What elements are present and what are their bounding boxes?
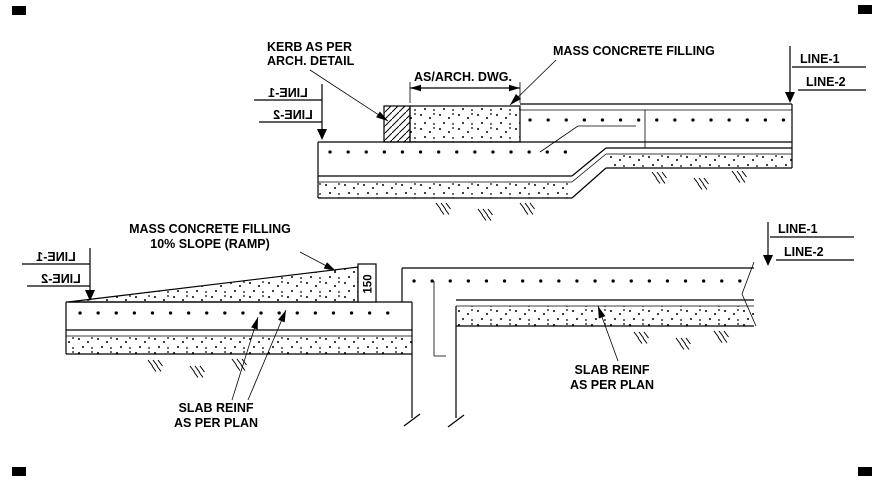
bottom-blinding-layers: [66, 306, 754, 355]
slab-reinf-leader-arrowhead: [251, 317, 258, 330]
slab-reinf-line1: SLAB REINF: [179, 401, 254, 415]
line1-label-mirrored: LINE-1: [36, 250, 76, 264]
level-arrowhead: [785, 92, 795, 103]
slab-reinf-line2: AS PER PLAN: [174, 416, 258, 430]
bottom-reinforcement-dots: [78, 279, 746, 315]
bottom-left-level-marker-mirrored: LINE-1 LINE-2: [22, 248, 95, 301]
line1-label: LINE-1: [778, 222, 818, 236]
ramp-label-line2: 10% SLOPE (RAMP): [150, 237, 269, 251]
dim-arrowhead-right: [509, 84, 520, 92]
line2-label: LINE-2: [784, 245, 824, 259]
kerb-label-line2: ARCH. DETAIL: [267, 54, 355, 68]
slab-reinf-leader-arrowhead: [598, 306, 606, 319]
slab-reinf-leader-line: [247, 309, 287, 401]
level-arrowhead: [317, 129, 327, 140]
top-detail-section: KERB AS PER ARCH. DETAIL AS/ARCH. DWG. M…: [254, 40, 866, 221]
top-right-level-marker: LINE-1 LINE-2: [785, 46, 866, 103]
slab-reinf-line1: SLAB REINF: [575, 363, 650, 377]
mass-concrete-leader-arrowhead: [510, 94, 521, 105]
upstand-dim-label: 150: [363, 274, 375, 293]
line2-label-mirrored: LINE-2: [41, 272, 81, 286]
corner-mark-top-right: [858, 5, 872, 14]
column: [403, 281, 465, 428]
bottom-detail-section: 150 MASS CONCRE: [22, 222, 854, 430]
level-arrowhead: [763, 255, 773, 266]
ramp-leader-arrowhead: [323, 262, 336, 271]
upstand-150: 150: [357, 263, 377, 303]
width-dimension: AS/ARCH. DWG.: [409, 70, 521, 103]
line2-label: LINE-2: [806, 75, 846, 89]
corner-mark-bottom-left: [12, 467, 26, 476]
slab-reinf-line2: AS PER PLAN: [570, 378, 654, 392]
slab-reinf-leader-line: [231, 316, 259, 401]
slab-reinf-label-right: SLAB REINF AS PER PLAN: [570, 305, 654, 392]
width-dim-label: AS/ARCH. DWG.: [414, 70, 512, 84]
kerb-leader-arrowhead: [376, 111, 388, 121]
column-break-mark: [403, 413, 421, 427]
mass-concrete-fill-block: [409, 105, 521, 143]
dim-arrowhead-left: [410, 84, 421, 92]
corner-mark-bottom-right: [858, 467, 872, 476]
corner-marks: [12, 5, 872, 476]
mass-concrete-label: MASS CONCRETE FILLING: [553, 44, 715, 58]
line1-label: LINE-1: [800, 52, 840, 66]
kerb-block: [383, 105, 411, 143]
line2-label-mirrored: LINE-2: [273, 108, 313, 122]
top-reinforcement-dots: [328, 118, 788, 154]
top-left-level-marker-mirrored: LINE-1 LINE-2: [254, 84, 327, 140]
line1-label-mirrored: LINE-1: [268, 86, 308, 100]
bottom-right-level-marker: LINE-1 LINE-2: [763, 222, 854, 266]
kerb-label-line1: KERB AS PER: [267, 40, 352, 54]
column-break-mark: [447, 414, 465, 428]
slab-reinf-leader-arrowhead: [278, 310, 286, 323]
ramp-mass-concrete-wedge: [67, 266, 359, 303]
kerb-leader-line: [309, 69, 389, 122]
slab-reinf-label-left: SLAB REINF AS PER PLAN: [174, 309, 287, 430]
ramp-label-line1: MASS CONCRETE FILLING: [129, 222, 291, 236]
level-arrowhead: [85, 290, 95, 301]
corner-mark-top-left: [12, 6, 26, 15]
top-blinding-layers: [318, 154, 792, 199]
